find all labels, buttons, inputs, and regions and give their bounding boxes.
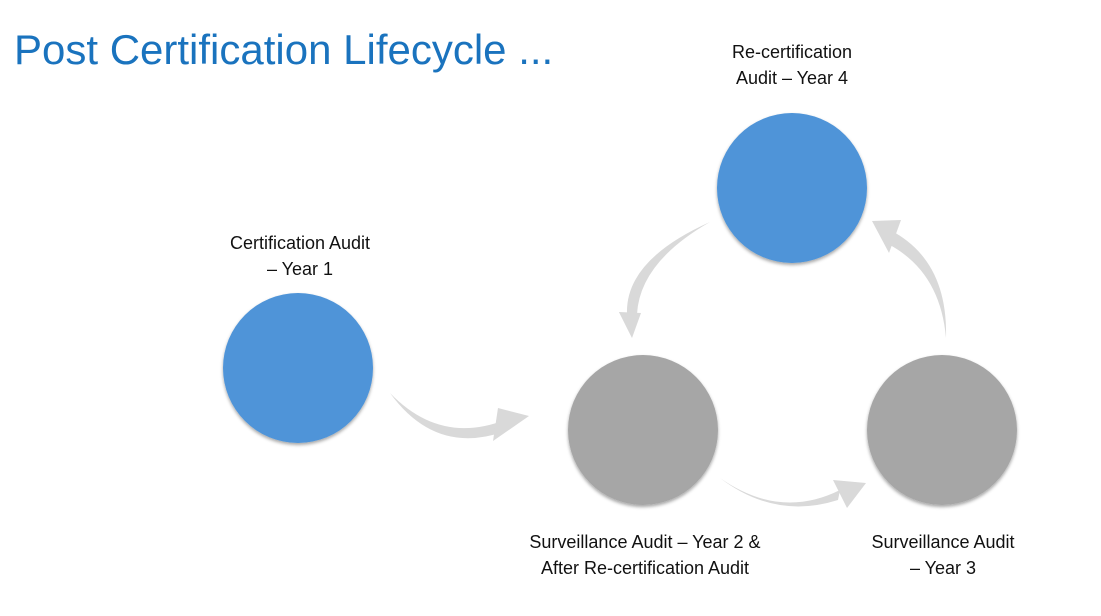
slide-title: Post Certification Lifecycle ... <box>14 26 554 73</box>
surveillance-year3-label: Surveillance Audit – Year 3 <box>843 529 1043 581</box>
recertification-audit-node <box>717 113 867 263</box>
label-line: After Re-certification Audit <box>540 558 750 578</box>
certification-audit-label: Certification Audit – Year 1 <box>200 230 400 282</box>
label-line: Surveillance Audit – Year 2 & <box>529 532 761 552</box>
certification-audit-node <box>223 293 373 443</box>
label-line: Audit – Year 4 <box>735 68 849 88</box>
surveillance-year3-node <box>867 355 1017 505</box>
arrow-year2-to-year3 <box>720 478 866 508</box>
label-line: Certification Audit <box>229 233 371 253</box>
arrow-year1-to-year2 <box>390 393 529 441</box>
label-line: Surveillance Audit <box>871 532 1015 552</box>
label-line: – Year 1 <box>266 259 334 279</box>
surveillance-year2-label: Surveillance Audit – Year 2 & After Re-c… <box>505 529 785 581</box>
label-line: – Year 3 <box>909 558 977 578</box>
label-line: Re-certification <box>731 42 853 62</box>
arrow-year3-to-year4 <box>872 220 947 338</box>
surveillance-year2-node <box>568 355 718 505</box>
recertification-audit-label: Re-certification Audit – Year 4 <box>692 39 892 91</box>
arrow-year4-to-year2 <box>619 222 710 338</box>
